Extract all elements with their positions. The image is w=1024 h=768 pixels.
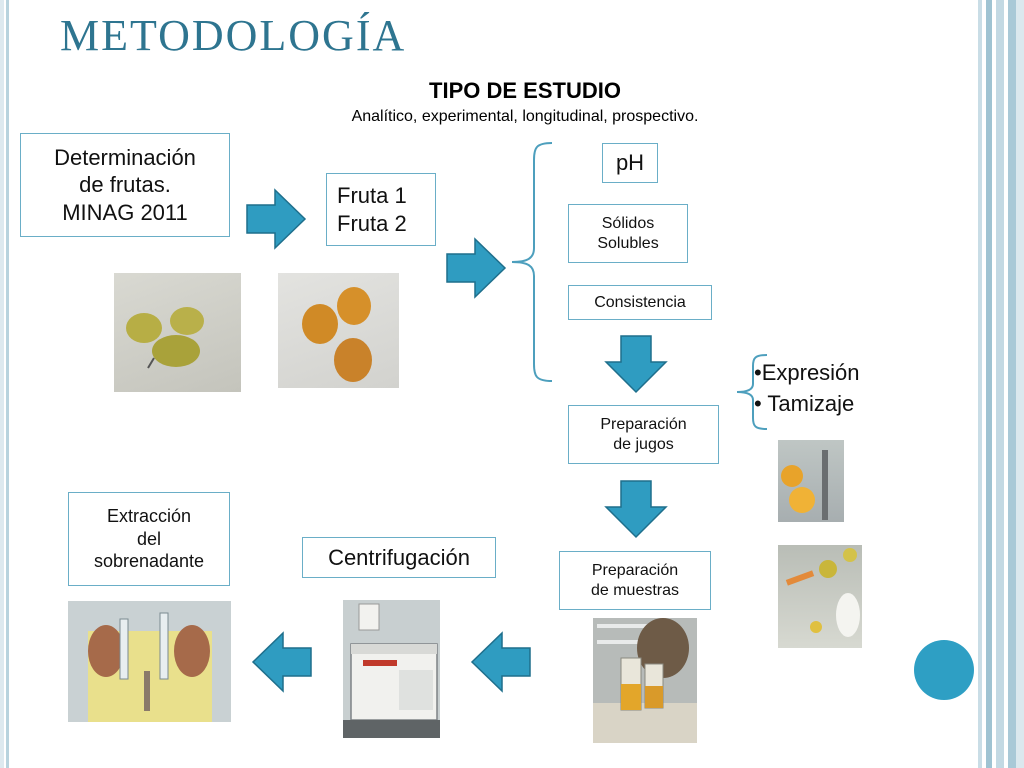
juice-preparation-label: Preparación de jugos: [600, 415, 687, 453]
arrow-down-icon: [604, 335, 668, 394]
analysis-brace-icon: [511, 142, 553, 382]
arrow-left-icon: [470, 631, 531, 693]
passion-fruit-photo: [114, 273, 241, 392]
fruits-label: Fruta 1 Fruta 2: [337, 183, 407, 236]
juicer-illustration: [785, 548, 860, 637]
slide-left-border: [0, 0, 12, 768]
soluble-solids-label: Sólidos Solubles: [597, 214, 659, 252]
arrow-right-icon: [246, 188, 307, 250]
sample-preparation-box: Preparación de muestras: [559, 551, 711, 610]
determination-label: Determinación de frutas. MINAG 2011: [54, 144, 196, 225]
passion-fruit-illustration: [126, 307, 204, 369]
slide-title: METODOLOGÍA: [60, 11, 407, 60]
mangoes-photo: [278, 273, 399, 388]
juice-step-expression: •Expresión: [754, 360, 860, 385]
supernatant-extraction-photo: [68, 601, 231, 722]
centrifugation-box: Centrifugación: [302, 537, 496, 578]
extraction-box: Extracción del sobrenadante: [68, 492, 230, 586]
halved-oranges-photo: [778, 440, 844, 522]
mangoes-illustration: [302, 287, 372, 382]
extraction-label: Extracción del sobrenadante: [93, 506, 205, 572]
centrifuge-illustration: [343, 600, 440, 738]
juicer-photo: [778, 545, 862, 648]
arrow-right-icon: [446, 237, 507, 299]
decorative-circle: [914, 640, 974, 700]
determination-box: Determinación de frutas. MINAG 2011: [20, 133, 230, 237]
juice-steps-brace-icon: [736, 354, 768, 430]
fruits-box: Fruta 1 Fruta 2: [326, 173, 436, 246]
juice-step-sieving: • Tamizaje: [754, 390, 855, 416]
consistency-label: Consistencia: [594, 293, 686, 311]
sample-preparation-label: Preparación de muestras: [590, 561, 680, 599]
juice-preparation-box: Preparación de jugos: [568, 405, 719, 464]
juice-samples-photo: [593, 618, 697, 743]
slide-right-border: [974, 0, 1024, 768]
consistency-box: Consistencia: [568, 285, 712, 320]
arrow-left-icon: [251, 631, 312, 693]
ph-label: pH: [615, 150, 645, 176]
halved-oranges-illustration: [781, 450, 828, 520]
centrifugation-label: Centrifugación: [328, 544, 470, 570]
study-type-description: Analítico, experimental, longitudinal, p…: [351, 108, 699, 125]
arrow-down-icon: [604, 480, 668, 539]
ph-box: pH: [602, 143, 658, 183]
juice-samples-illustration: [593, 618, 697, 743]
soluble-solids-box: Sólidos Solubles: [568, 204, 688, 263]
study-type-title: TIPO DE ESTUDIO: [429, 78, 621, 103]
centrifuge-photo: [343, 600, 440, 738]
juice-steps-list: •Expresión • Tamizaje: [754, 358, 860, 420]
supernatant-extraction-illustration: [68, 601, 231, 722]
